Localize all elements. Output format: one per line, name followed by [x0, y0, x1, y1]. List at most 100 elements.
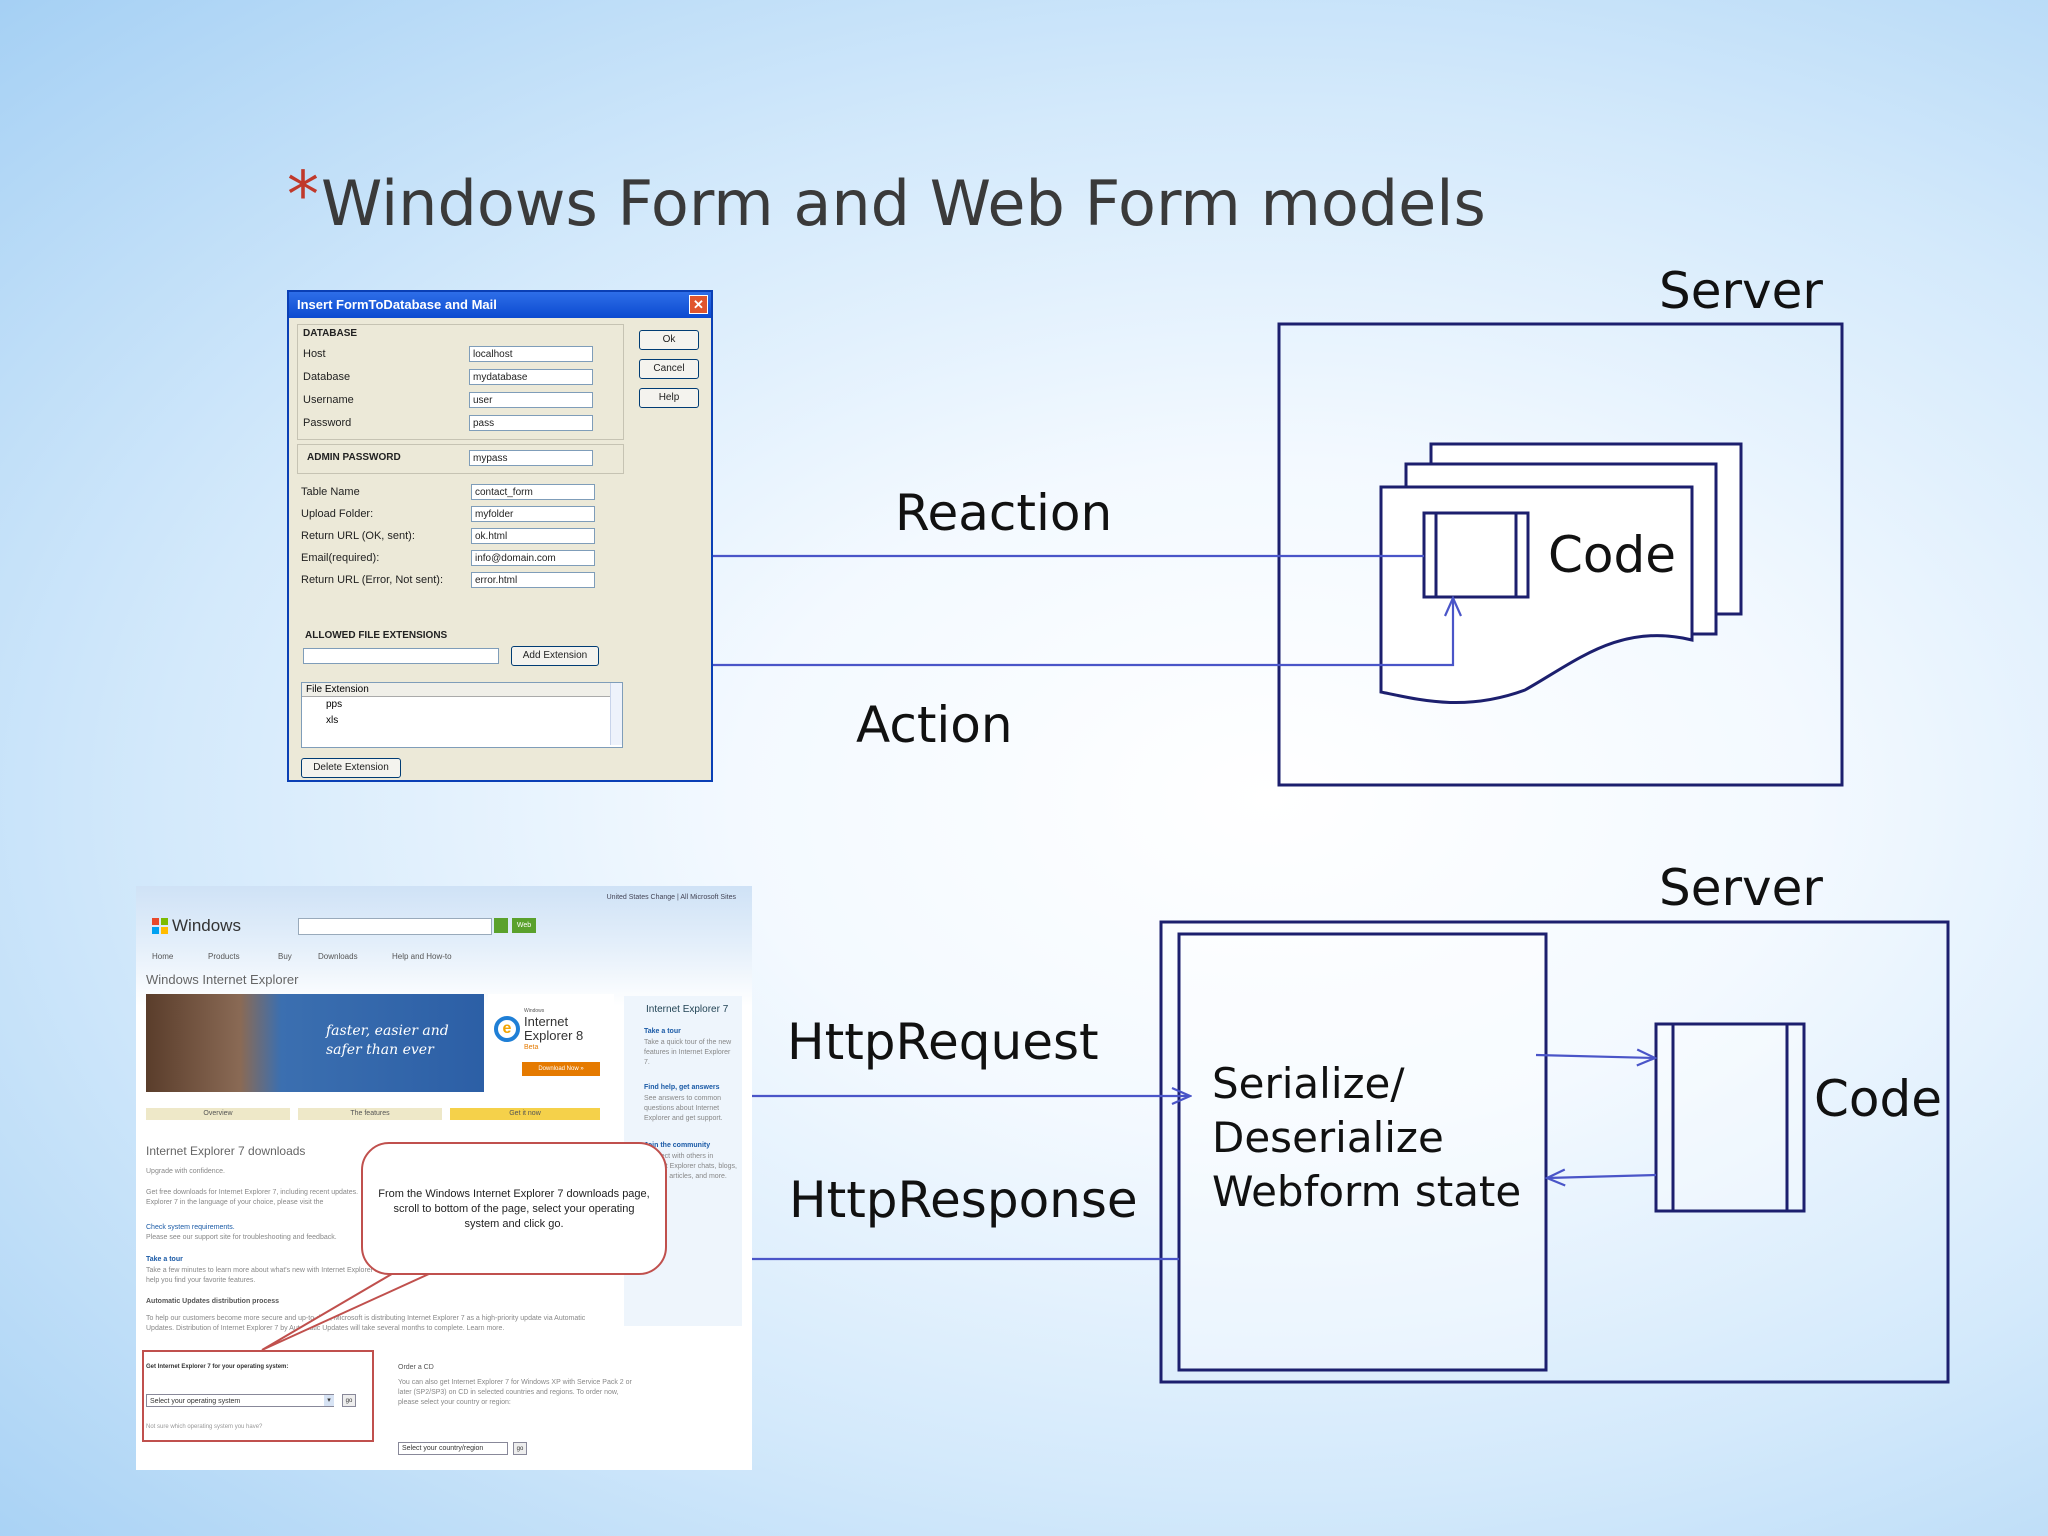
windows-logo-icon	[152, 918, 168, 934]
code-to-serialize-arrow	[1547, 1175, 1657, 1178]
upload-folder-input[interactable]: myfolder	[471, 506, 595, 522]
sidebar-header: Internet Explorer 7	[646, 1004, 729, 1015]
search-input[interactable]	[298, 918, 492, 935]
nav-home[interactable]: Home	[152, 952, 174, 961]
os-select-chevron-down-icon[interactable]: ▾	[324, 1395, 334, 1406]
web-search-button[interactable]: Web	[512, 918, 536, 933]
nav-products[interactable]: Products	[208, 952, 240, 961]
system-requirements-link[interactable]: Check system requirements.	[146, 1224, 235, 1231]
nav-help[interactable]: Help and How-to	[392, 952, 452, 961]
extension-input[interactable]	[303, 648, 499, 664]
cancel-button[interactable]: Cancel	[639, 359, 699, 379]
bottom-server-box	[1159, 920, 1950, 1384]
close-icon[interactable]: ✕	[689, 295, 708, 314]
ie-name-2: Explorer 8	[524, 1028, 584, 1043]
tab-get-it-now[interactable]: Get it now	[450, 1108, 600, 1120]
host-input[interactable]: localhost	[469, 346, 593, 362]
country-select[interactable]: Select your country/region	[398, 1442, 508, 1455]
downloads-intro: Get free downloads for Internet Explorer…	[146, 1189, 359, 1206]
help-button[interactable]: Help	[639, 388, 699, 408]
database-label: Database	[303, 371, 351, 383]
action-label: Action	[856, 696, 1013, 754]
list-item[interactable]: xls	[326, 715, 339, 726]
list-item[interactable]: pps	[326, 699, 343, 710]
os-go-button[interactable]: go	[342, 1394, 356, 1407]
sidebar-item-community-text: Connect with others in Internet Explorer…	[644, 1153, 737, 1180]
callout-text: From the Windows Internet Explorer 7 dow…	[378, 1188, 650, 1230]
ie-beta: Beta	[524, 1044, 539, 1051]
sidebar-item-tour-text: Take a quick tour of the new features in…	[644, 1039, 732, 1066]
database-section-label: DATABASE	[303, 328, 358, 339]
http-request-label: HttpRequest	[787, 1013, 1099, 1071]
ie-logo-icon: e	[494, 1016, 520, 1042]
search-icon[interactable]	[494, 918, 508, 933]
get-ie-label: Get Internet Explorer 7 for your operati…	[146, 1364, 289, 1370]
downloads-heading: Internet Explorer 7 downloads	[146, 1144, 306, 1158]
serialize-line-3: Webform state	[1212, 1167, 1522, 1216]
serialize-to-code-arrow	[1535, 1055, 1655, 1058]
download-now-button[interactable]: Download Now »	[522, 1062, 600, 1076]
upload-folder-label: Upload Folder:	[301, 508, 374, 520]
dialog-titlebar: Insert FormToDatabase and Mail ✕	[289, 292, 711, 318]
title-bullet: *	[287, 159, 319, 233]
email-input[interactable]: info@domain.com	[471, 550, 595, 566]
top-code-label: Code	[1548, 526, 1677, 584]
auto-updates-heading: Automatic Updates distribution process	[146, 1298, 280, 1305]
os-select[interactable]: Select your operating system	[146, 1394, 334, 1407]
extension-list[interactable]: File Extension pps xls	[301, 682, 623, 748]
top-code-module	[1422, 511, 1530, 599]
ie8-promo: e Windows Internet Explorer 8 Beta Downl…	[488, 994, 614, 1092]
ok-button[interactable]: Ok	[639, 330, 699, 350]
ie-name-1: Internet	[524, 1014, 569, 1029]
sidebar-item-tour[interactable]: Take a tour	[644, 1028, 681, 1035]
host-label: Host	[303, 348, 326, 360]
top-server-box	[1277, 322, 1844, 787]
tab-overview[interactable]: Overview	[146, 1108, 290, 1120]
slide-title: *Windows Form and Web Form models	[287, 164, 1486, 236]
password-input[interactable]: pass	[469, 415, 593, 431]
database-input[interactable]: mydatabase	[469, 369, 593, 385]
username-input[interactable]: user	[469, 392, 593, 408]
add-extension-button[interactable]: Add Extension	[511, 646, 599, 666]
support-text: Please see our support site for troubles…	[146, 1234, 337, 1241]
sidebar-item-help[interactable]: Find help, get answers	[644, 1084, 720, 1091]
dialog-title: Insert FormToDatabase and Mail	[297, 297, 497, 312]
order-cd-heading: Order a CD	[398, 1364, 434, 1371]
return-url-error-label: Return URL (Error, Not sent):	[301, 574, 444, 586]
email-label: Email(required):	[301, 552, 380, 564]
order-cd-text: You can also get Internet Explorer 7 for…	[398, 1379, 632, 1406]
bottom-server-label: Server	[1659, 859, 1823, 917]
country-go-button[interactable]: go	[513, 1442, 527, 1455]
delete-extension-button[interactable]: Delete Extension	[301, 758, 401, 778]
reaction-label: Reaction	[895, 484, 1113, 542]
tab-features[interactable]: The features	[298, 1108, 442, 1120]
top-server-label: Server	[1659, 262, 1823, 320]
return-url-ok-input[interactable]: ok.html	[471, 528, 595, 544]
take-tour-heading[interactable]: Take a tour	[146, 1256, 183, 1263]
serialize-text: Serialize/ Deserialize Webform state	[1212, 1057, 1521, 1219]
nav-downloads[interactable]: Downloads	[318, 952, 358, 961]
serialize-box	[1177, 932, 1548, 1372]
table-name-input[interactable]: contact_form	[471, 484, 595, 500]
serialize-line-2: Deserialize	[1212, 1113, 1444, 1162]
not-sure-text[interactable]: Not sure which operating system you have…	[146, 1424, 263, 1430]
banner-line-2: safer than ever	[326, 1042, 434, 1058]
nav-buy[interactable]: Buy	[278, 952, 292, 961]
database-group	[297, 324, 624, 440]
admin-group	[297, 444, 624, 474]
action-arrow	[652, 598, 1453, 667]
admin-password-input[interactable]: mypass	[469, 450, 593, 466]
ie-small-label: Windows	[524, 1008, 545, 1014]
return-url-error-input[interactable]: error.html	[471, 572, 595, 588]
region-bar[interactable]: United States Change | All Microsoft Sit…	[606, 894, 736, 901]
auto-updates-text: To help our customers become more secure…	[146, 1315, 586, 1332]
page-title: Windows Internet Explorer	[146, 972, 299, 987]
windows-brand: Windows	[172, 916, 241, 935]
bottom-code-module	[1654, 1022, 1806, 1213]
sidebar-item-community[interactable]: Join the community	[644, 1142, 711, 1149]
bottom-code-label: Code	[1814, 1070, 1943, 1128]
extensions-section-label: ALLOWED FILE EXTENSIONS	[305, 630, 448, 641]
admin-password-label: ADMIN PASSWORD	[307, 452, 401, 463]
username-label: Username	[303, 394, 354, 406]
list-scrollbar[interactable]	[610, 683, 622, 745]
